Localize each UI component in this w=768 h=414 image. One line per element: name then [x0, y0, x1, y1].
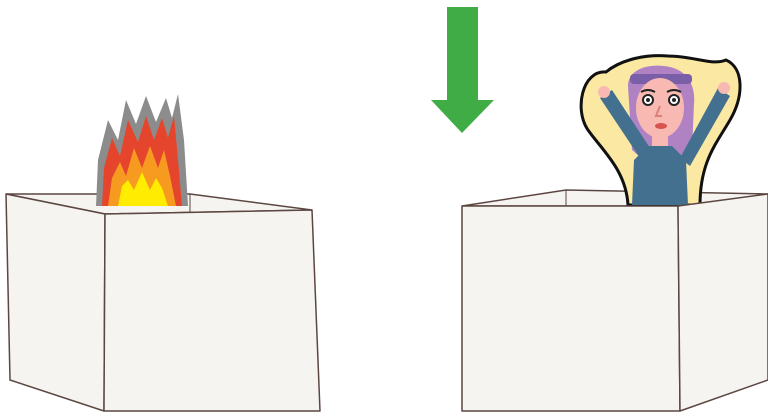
person-body	[632, 146, 688, 205]
person-neck	[652, 136, 668, 148]
arrow-down-shape	[431, 7, 494, 133]
person-mouth	[655, 123, 667, 129]
person-pupil-left	[646, 98, 650, 102]
person-brow-right	[666, 89, 682, 93]
box-right-front-face	[461, 205, 681, 412]
person-arms-raised-icon	[579, 54, 742, 207]
box-right-side-face	[677, 193, 768, 412]
flame-yellow	[118, 172, 168, 206]
person-arm-left	[600, 90, 650, 158]
box-left-side-face	[5, 193, 106, 412]
person-brow-left	[640, 89, 656, 93]
person-arm-right	[680, 88, 730, 166]
flame-icon	[96, 94, 188, 206]
person-hand-right	[718, 82, 730, 94]
box-left-front-face	[103, 209, 321, 412]
person-hand-left	[598, 86, 610, 98]
person-nose	[654, 105, 662, 117]
person-pupil-right	[672, 98, 676, 102]
box-with-person	[461, 54, 768, 412]
arrow-down-icon	[431, 7, 494, 133]
box-with-fire	[5, 94, 321, 412]
